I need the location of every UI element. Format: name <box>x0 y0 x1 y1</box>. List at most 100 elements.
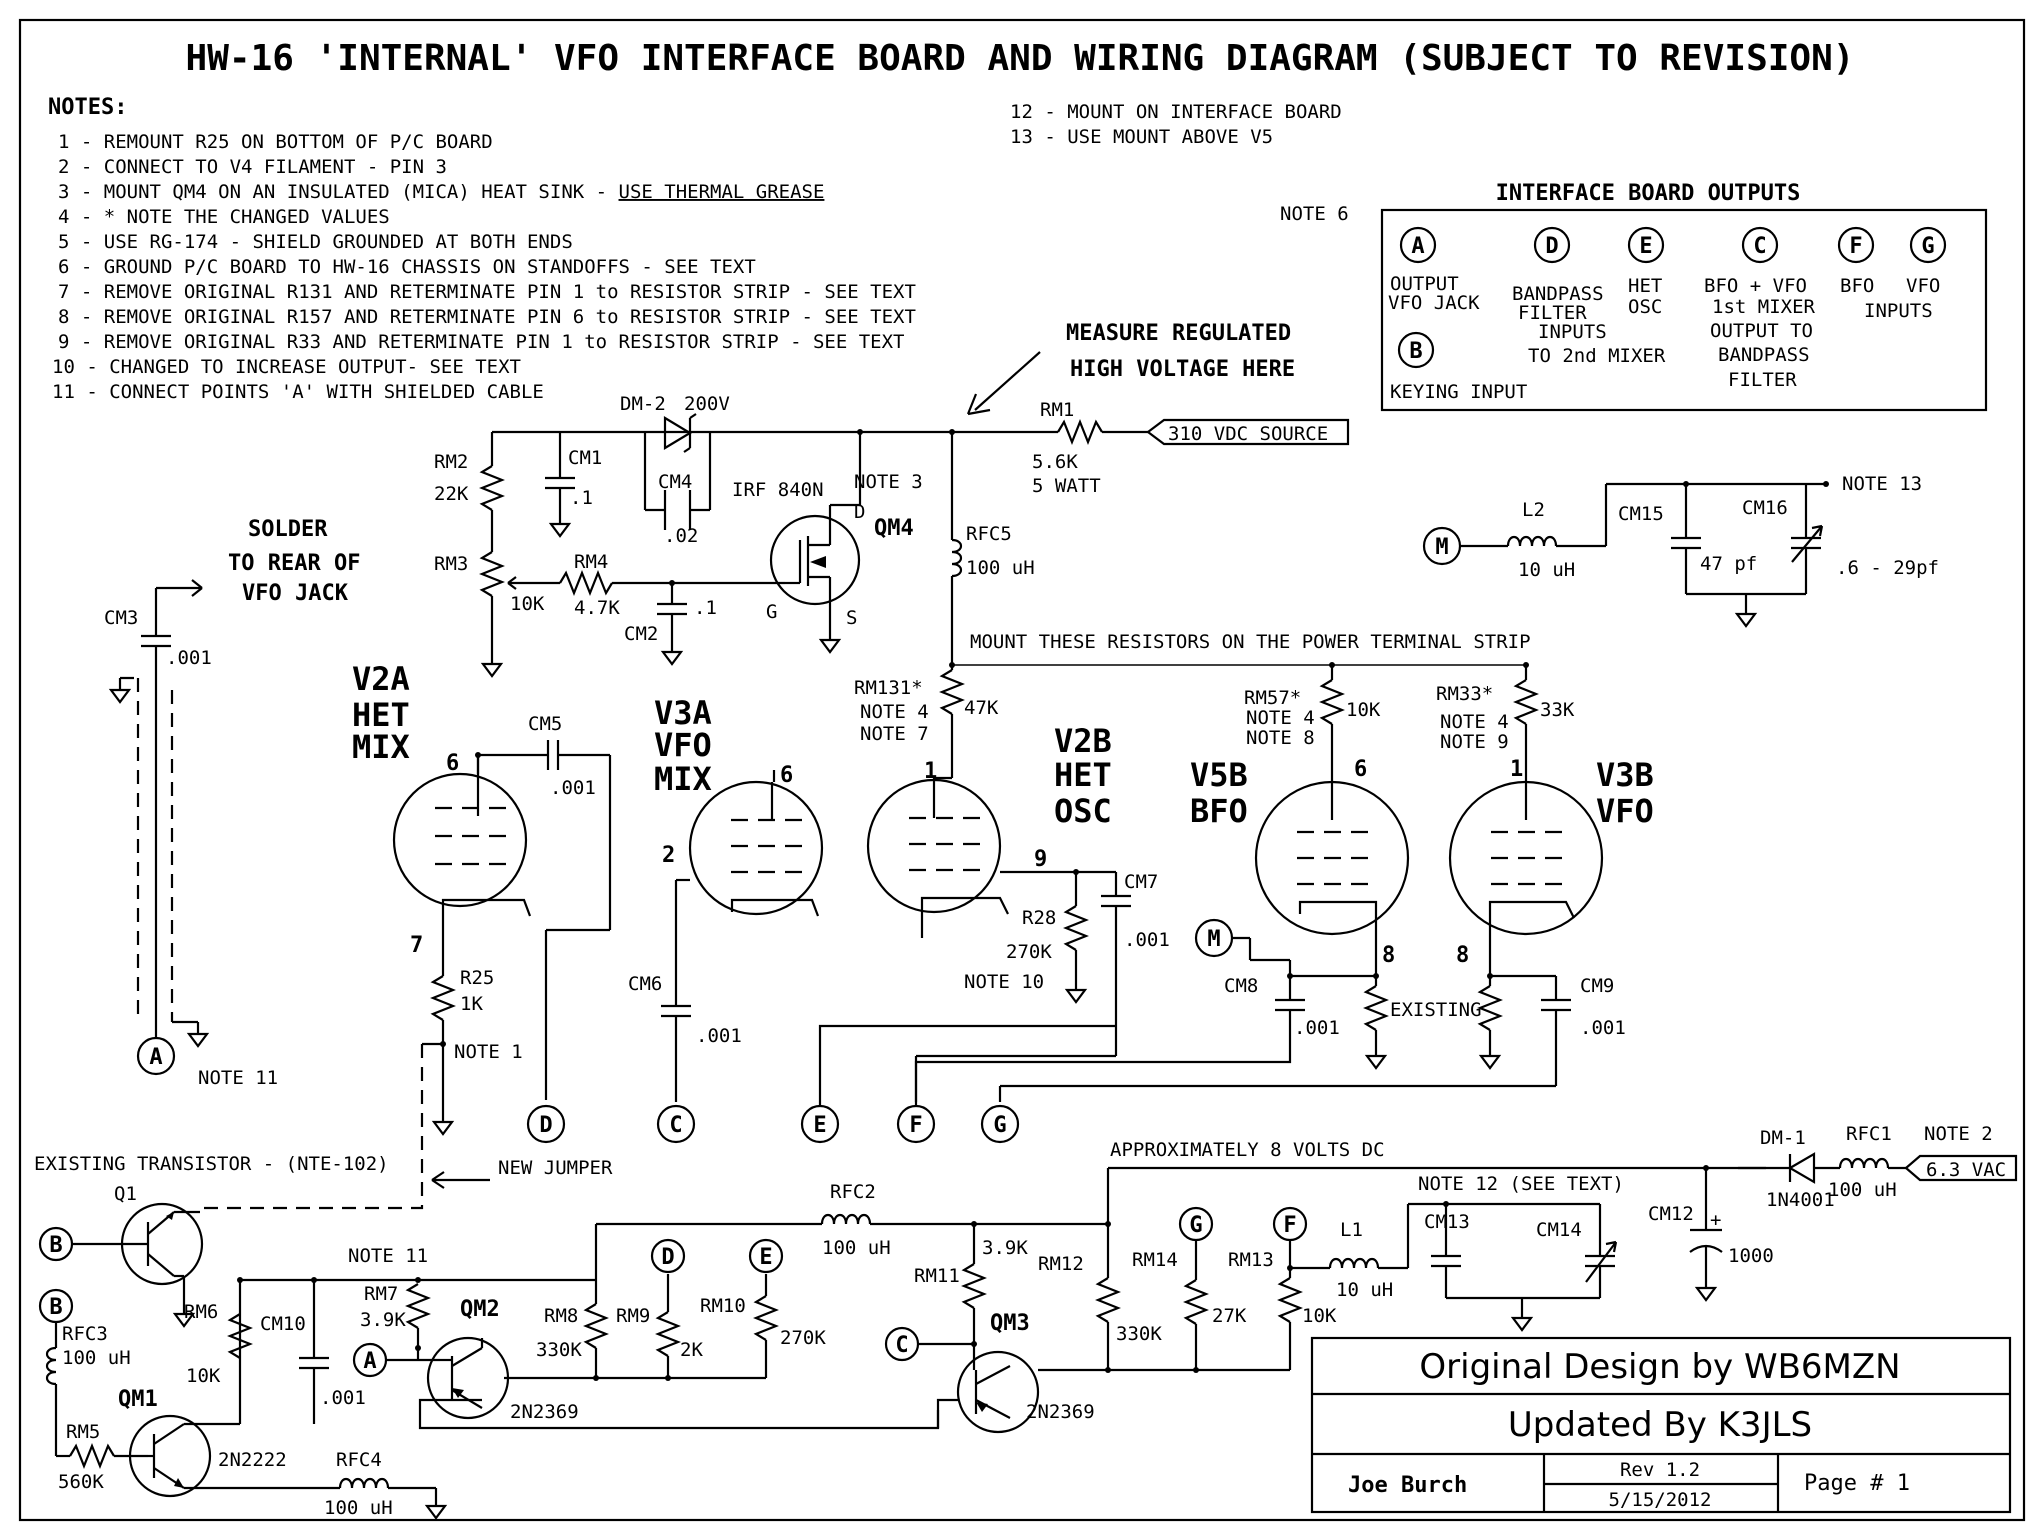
new-jumper-arrow <box>431 1171 490 1189</box>
v3a-pin2: 2 <box>662 843 675 868</box>
connector-b-rfc3-label: B <box>49 1295 62 1320</box>
connector-c-jack-label: C <box>669 1113 682 1138</box>
connector-e-label: E <box>1639 234 1652 259</box>
notes-heading: NOTES: <box>48 95 127 120</box>
note-item: 5 - USE RG-174 - SHIELD GROUNDED AT BOTH… <box>58 231 573 253</box>
rfc3-value: 100 uH <box>62 1347 131 1369</box>
rfc5-choke <box>951 538 963 578</box>
qm2-transistor <box>426 1336 510 1420</box>
r25-resistor <box>430 975 456 1021</box>
rfc5-label: RFC5 <box>966 523 1012 545</box>
connector-f-label: F <box>1849 234 1862 259</box>
cm1-label: CM1 <box>568 447 602 469</box>
tube-v2a-name: V2A <box>352 660 410 698</box>
cm6-value: .001 <box>696 1025 742 1047</box>
note6-label: NOTE 6 <box>1280 203 1349 225</box>
vac-label: 6.3 VAC <box>1926 1159 2006 1181</box>
connector-a-label: A <box>1411 234 1424 259</box>
v3b-pin8: 8 <box>1456 943 1469 968</box>
note3-label: NOTE 3 <box>854 471 923 493</box>
rm10-value: 270K <box>780 1327 826 1349</box>
note1-label: NOTE 1 <box>454 1041 523 1063</box>
wire-e <box>818 1024 1116 1106</box>
legend-f-text: BFO <box>1840 275 1874 297</box>
connector-d-jack <box>526 1104 566 1144</box>
wire-f <box>914 1056 1292 1106</box>
tube-v5b <box>1254 780 1410 976</box>
rm2-resistor <box>479 465 505 511</box>
cm3-label: CM3 <box>104 607 138 629</box>
cm12-label: CM12 <box>1648 1203 1694 1225</box>
rfc3-choke <box>45 1346 57 1386</box>
legend-d-line3: INPUTS <box>1538 321 1607 343</box>
rm131-label: RM131* <box>854 677 923 699</box>
rm14-label: RM14 <box>1132 1249 1178 1271</box>
note-item: 12 - MOUNT ON INTERFACE BOARD <box>1010 101 1342 123</box>
note-item-text: 3 - MOUNT QM4 ON AN INSULATED (MICA) HEA… <box>58 181 619 203</box>
connector-b-label: B <box>1409 339 1422 364</box>
rm1-label: RM1 <box>1040 399 1074 421</box>
rm33-label: RM33* <box>1436 683 1493 705</box>
v5b-pin6: 6 <box>1354 757 1367 782</box>
rm57-label: RM57* <box>1244 687 1301 709</box>
rfc4-choke <box>338 1477 390 1489</box>
outputs-legend: A OUTPUT VFO JACK B KEYING INPUT D BANDP… <box>1388 226 1947 403</box>
dm2-value: 200V <box>684 393 730 415</box>
rfc2-choke <box>820 1213 872 1225</box>
rm7-resistor <box>405 1283 431 1329</box>
rm14-value: 27K <box>1212 1305 1247 1327</box>
tube-v2b-fn1: HET <box>1054 756 1112 794</box>
dm1-label: DM-1 <box>1760 1127 1806 1149</box>
rm12-label: RM12 <box>1038 1253 1084 1275</box>
rm5-resistor <box>69 1443 115 1469</box>
note-item: 4 - * NOTE THE CHANGED VALUES <box>58 206 390 228</box>
cm16-label: CM16 <box>1742 497 1788 519</box>
r25-label: R25 <box>460 967 494 989</box>
connector-c-jack <box>656 1104 696 1144</box>
v3b-pin1: 1 <box>1510 757 1523 782</box>
rm6-resistor <box>227 1313 253 1359</box>
rm3-value: 10K <box>510 593 545 615</box>
note-item: 1 - REMOUNT R25 ON BOTTOM OF P/C BOARD <box>58 131 493 153</box>
qm3-type: 2N2369 <box>1026 1401 1095 1423</box>
note-item: 3 - MOUNT QM4 ON AN INSULATED (MICA) HEA… <box>58 181 824 203</box>
solder-arrow <box>156 579 203 597</box>
rm11-value: 3.9K <box>982 1237 1028 1259</box>
connector-d-label: D <box>1545 234 1558 259</box>
measure-arrow <box>974 351 1041 411</box>
rm12-resistor <box>1095 1277 1121 1323</box>
l2-value: 10 uH <box>1518 559 1575 581</box>
l2-coil <box>1506 535 1558 547</box>
r28-label: R28 <box>1022 907 1056 929</box>
cm9-value: .001 <box>1580 1017 1626 1039</box>
rfc1-choke <box>1838 1157 1890 1169</box>
cm5-label: CM5 <box>528 713 562 735</box>
cm5-value: .001 <box>550 777 596 799</box>
connector-c-board-label: C <box>895 1333 908 1358</box>
titleblock-design: Original Design by WB6MZN <box>1419 1347 1900 1387</box>
tube-v5b-name: V5B <box>1190 756 1248 794</box>
tube-v3a-fn1: VFO <box>654 726 712 764</box>
rm13-pot <box>1277 1277 1303 1323</box>
v3a-pin6: 6 <box>780 763 793 788</box>
rm6-value: 10K <box>186 1365 221 1387</box>
rm14-resistor <box>1183 1279 1209 1325</box>
cm2-label: CM2 <box>624 623 658 645</box>
connector-g-label: G <box>1921 234 1934 259</box>
note-item: 7 - REMOVE ORIGINAL R131 AND RETERMINATE… <box>58 281 916 303</box>
legend-e-line2: OSC <box>1628 296 1662 318</box>
rm11-label: RM11 <box>914 1265 960 1287</box>
measure-arrowhead <box>966 393 991 416</box>
qm2-type: 2N2369 <box>510 1401 579 1423</box>
connector-m-jack-label: M <box>1207 927 1220 952</box>
rm7-label: RM7 <box>364 1283 398 1305</box>
cm6-label: CM6 <box>628 973 662 995</box>
notes-list: 1 - REMOUNT R25 ON BOTTOM OF P/C BOARD 2… <box>52 131 916 403</box>
rm3-wiper <box>507 576 520 590</box>
qm2-label: QM2 <box>460 1297 500 1322</box>
cm4-label: CM4 <box>658 471 692 493</box>
connector-b-q1 <box>38 1226 74 1262</box>
cm15-value: 47 pf <box>1700 553 1757 575</box>
cm15-label: CM15 <box>1618 503 1664 525</box>
